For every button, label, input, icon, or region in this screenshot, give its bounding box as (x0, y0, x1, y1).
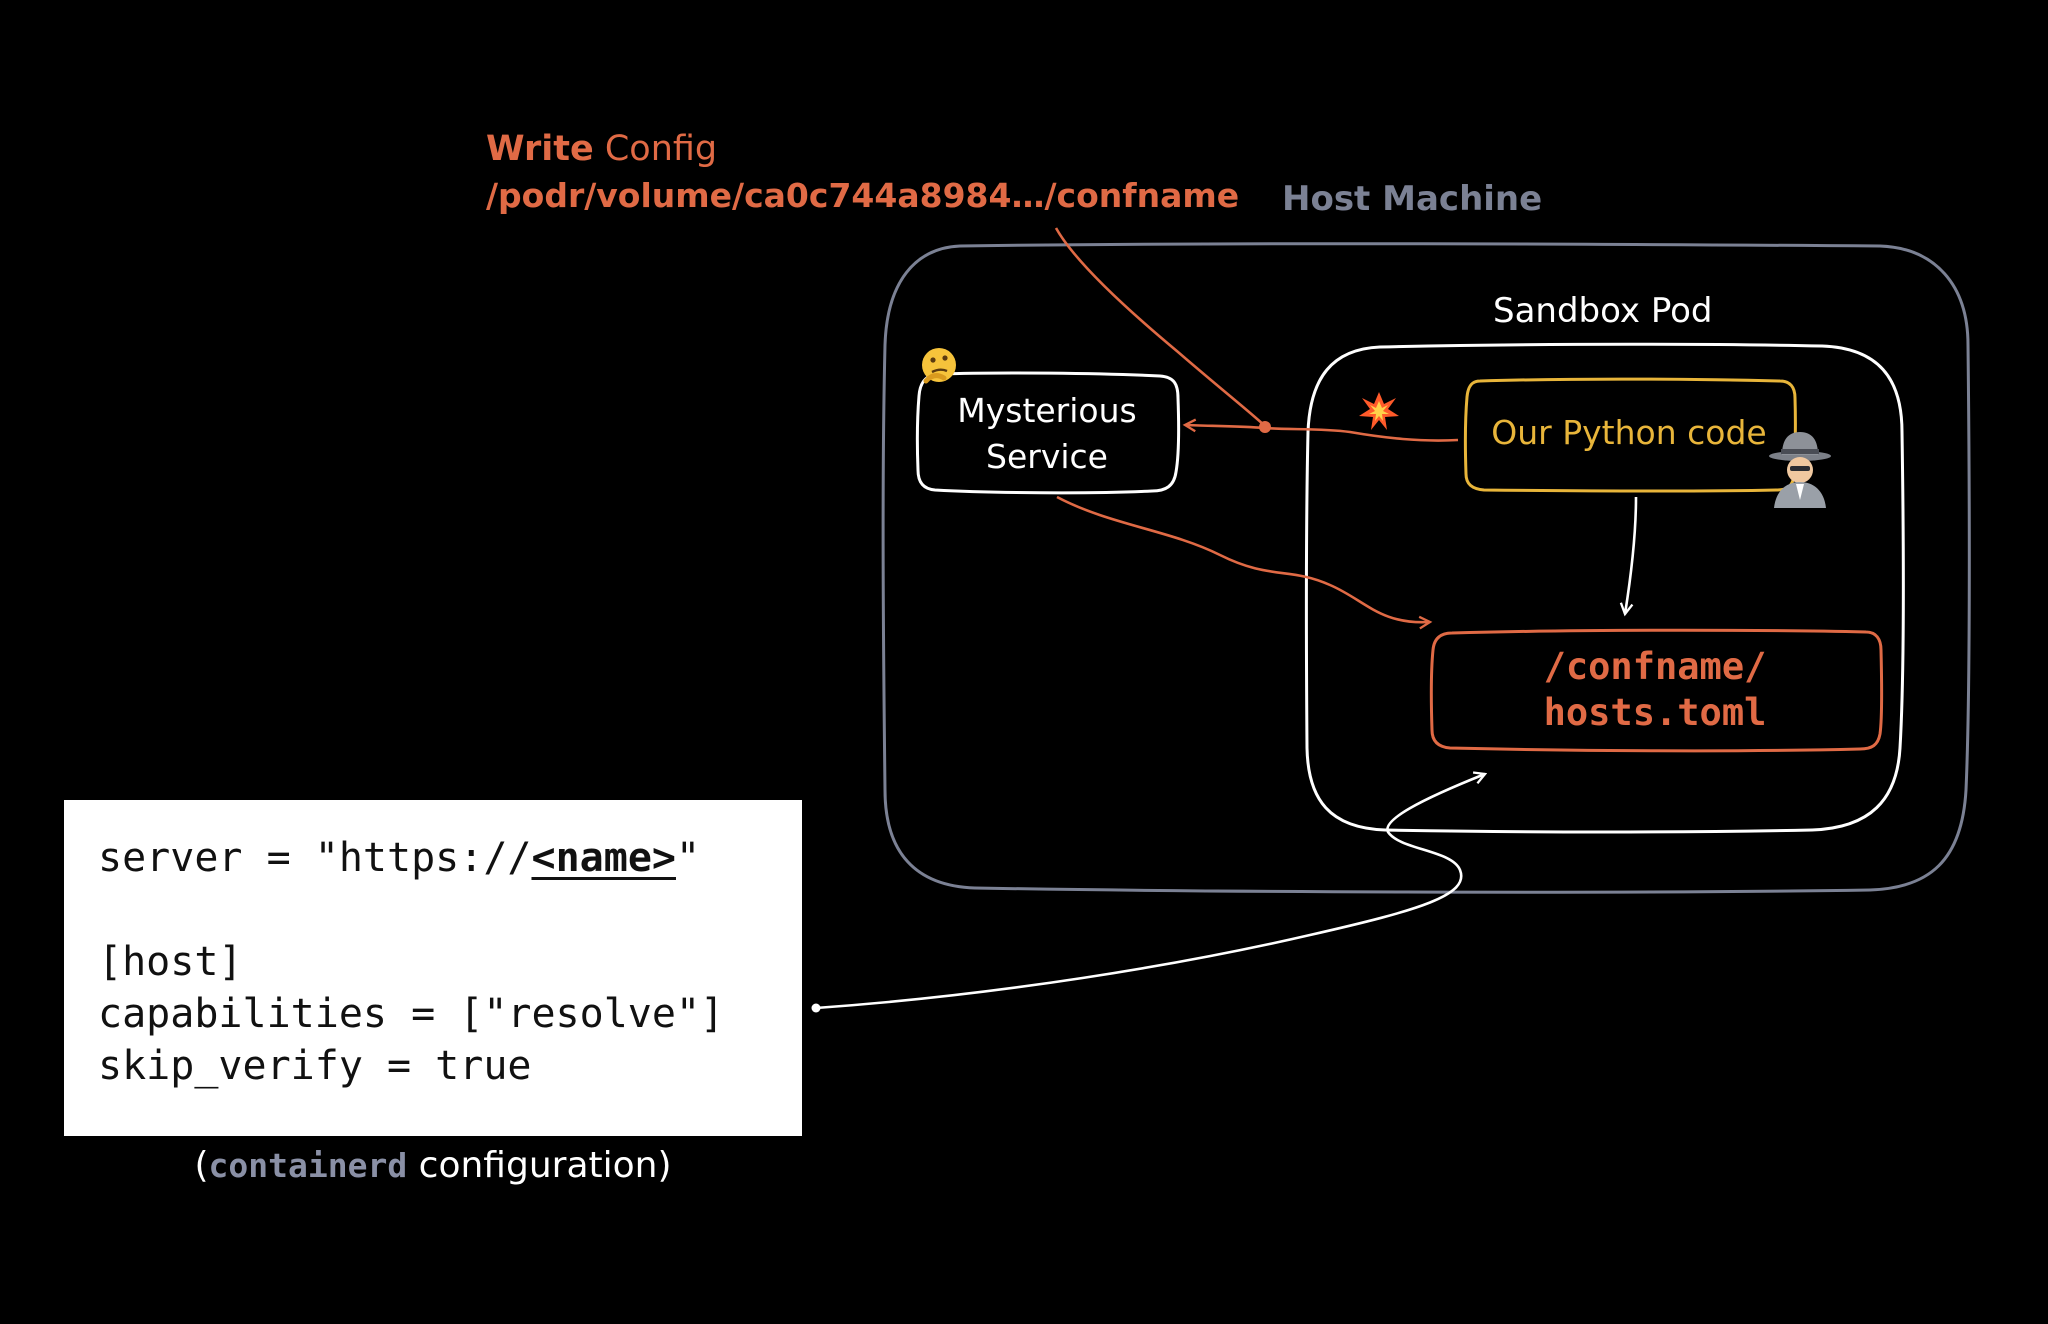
hosts-file-box (1429, 628, 1884, 753)
caption-rest: configuration) (407, 1145, 672, 1186)
hosts-file-line2: hosts.toml (1544, 691, 1767, 734)
sandbox-pod-label: Sandbox Pod (1493, 291, 1713, 331)
write-config-verb: Write (486, 129, 594, 169)
hosts-file-line1: /confname/ (1544, 645, 1767, 688)
server-name-placeholder: <name> (531, 835, 676, 881)
write-config-connector (1054, 227, 1266, 427)
python-to-service-arrow (1185, 425, 1459, 442)
config-to-hosts-arrow (815, 774, 1485, 1010)
spy-icon (1769, 432, 1831, 508)
config-caption: (containerd configuration) (64, 1145, 802, 1186)
python-code-label: Our Python code (1491, 413, 1766, 452)
server-suffix: " (675, 835, 701, 881)
thinking-face-icon (922, 348, 956, 384)
blank-line (98, 884, 802, 936)
mysterious-service-line1: Mysterious (957, 391, 1136, 430)
server-line: server = "https://<name>" (98, 832, 802, 884)
write-config-rest: Config (594, 129, 717, 169)
skip-verify-line: skip_verify = true (98, 1043, 532, 1089)
python-to-hosts-arrow (1625, 496, 1638, 614)
host-header-line: [host] (98, 939, 243, 985)
mysterious-service-box (915, 371, 1181, 495)
service-to-hosts-arrow (1056, 495, 1430, 622)
host-machine-label: Host Machine (1282, 179, 1542, 219)
server-prefix: server = "https:// (98, 835, 532, 881)
caption-open: ( (194, 1145, 209, 1186)
write-config-path: /podr/volume/ca0c744a8984…/confname (486, 176, 1239, 215)
config-connector-dot (811, 1003, 821, 1013)
host-machine-boundary (881, 242, 1971, 894)
config-snippet-panel: server = "https://<name>" [host] capabil… (64, 800, 802, 1136)
collision-icon (1359, 392, 1399, 430)
mysterious-service-line2: Service (986, 437, 1108, 476)
python-code-box (1463, 377, 1797, 493)
caption-keyword: containerd (208, 1146, 408, 1185)
capabilities-line: capabilities = ["resolve"] (98, 991, 725, 1037)
write-config-title: Write Config (486, 129, 717, 169)
